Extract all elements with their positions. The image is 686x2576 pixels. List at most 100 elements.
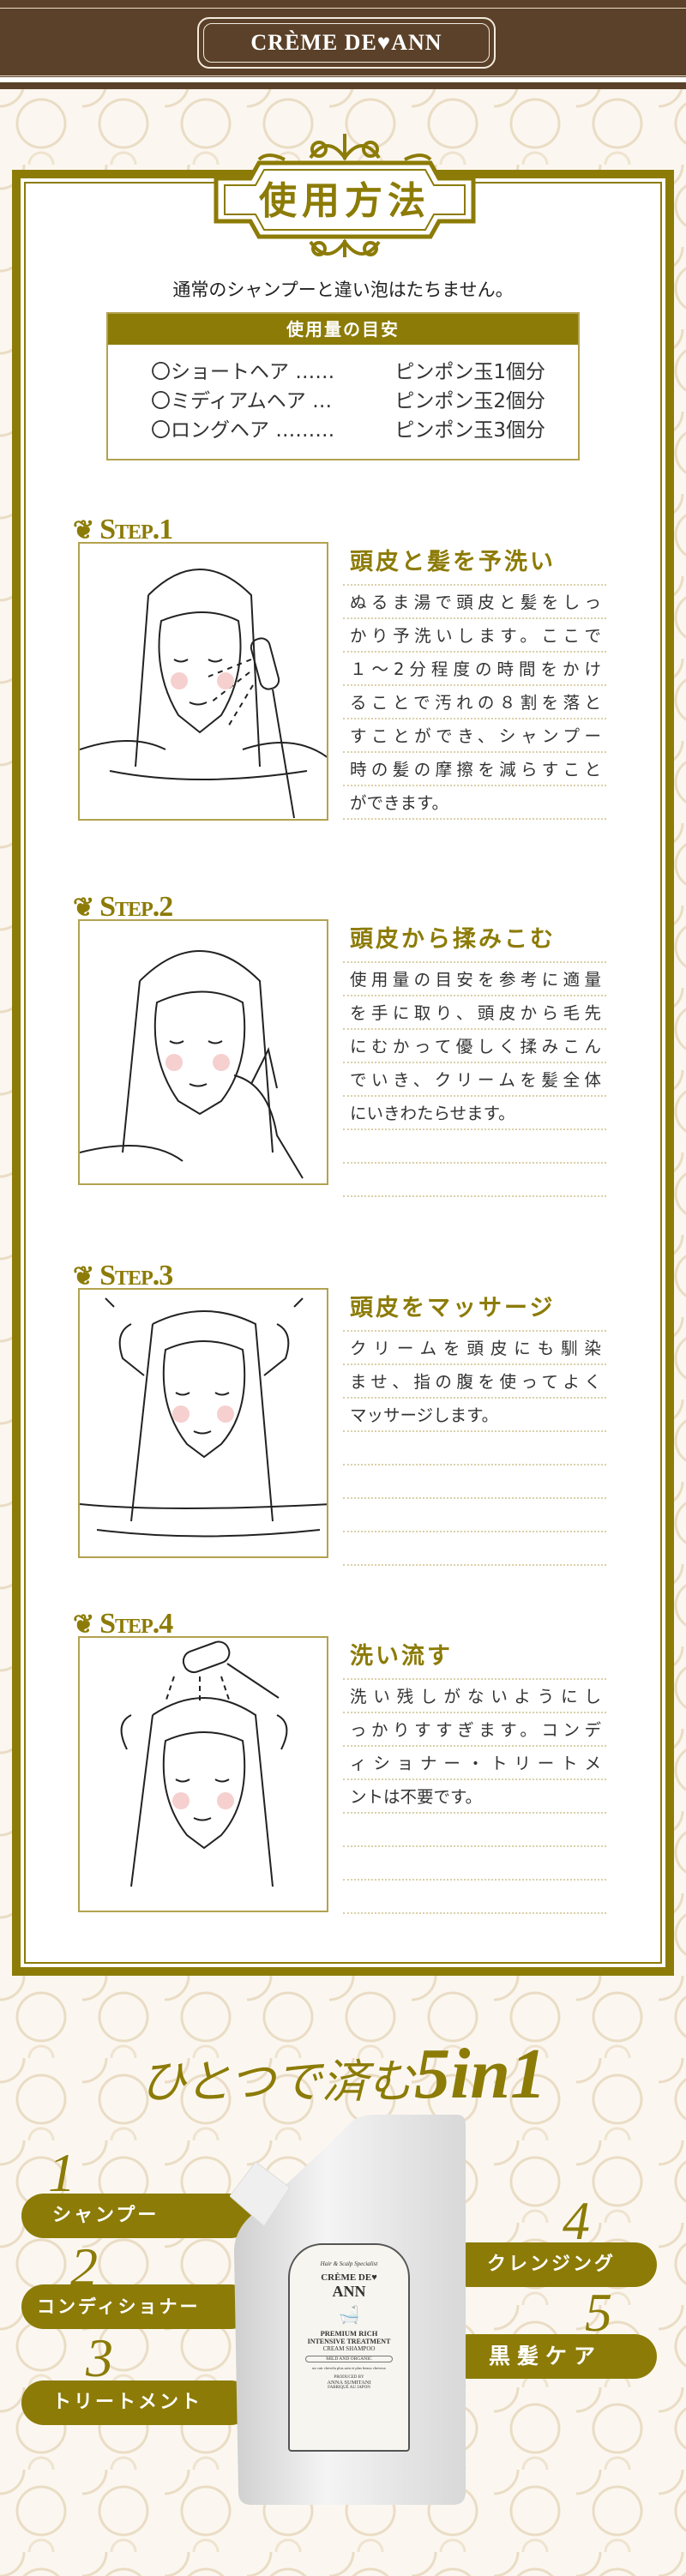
feature-pill-5: 黒髪ケア <box>446 2334 657 2379</box>
hair-length: 〇ロングヘア ……… <box>151 419 335 442</box>
feature-pill-1: シャンプー <box>21 2194 253 2238</box>
label-origin: FABRIQUÉ AU JAPON <box>328 2386 370 2390</box>
step-line: っかりすすぎます。コンデ <box>343 1713 606 1747</box>
step-line: クリームを頭皮にも馴染 <box>343 1332 606 1365</box>
step-line: ぬるま湯で頭皮と髪をしっ <box>343 586 606 619</box>
woman-showering-illustration <box>80 569 327 819</box>
feature-pill-4: クレンジング <box>446 2242 657 2287</box>
step-title: 頭皮をマッサージ <box>343 1288 606 1332</box>
feature-pill-3: トリートメント <box>21 2380 253 2425</box>
step-line: ができます。 <box>343 786 606 820</box>
usage-guide-box: 使用量の目安 〇ショートヘア …… ピンポン玉1個分 〇ミディアムヘア … ピンポン… <box>106 312 580 460</box>
woman-rinsing-illustration <box>120 1640 288 1887</box>
step-text: 頭皮をマッサージ クリームを頭皮にも馴染 ませ、指の腹を使ってよく マッサージし… <box>343 1288 606 1566</box>
fleur-ornament-icon: ❦ <box>73 515 95 545</box>
usage-guide-heading: 使用量の目安 <box>108 314 578 345</box>
step-line: を手に取り、頭皮から毛先 <box>343 996 606 1030</box>
step-line: 時の髪の摩擦を減らすこと <box>343 753 606 786</box>
step-line: ることで汚れの８割を落と <box>343 686 606 719</box>
label-name: CREAM SHAMPOO <box>322 2345 376 2352</box>
product-label: Hair & Scalp Specialist CRÈME DE♥ ANN 🛁 … <box>288 2243 410 2452</box>
step-line: ントは不要です。 <box>343 1780 606 1814</box>
label-name: PREMIUM RICH <box>320 2329 378 2338</box>
feature-pill-2: コンディショナー <box>21 2284 253 2329</box>
fleur-ornament-icon: ❦ <box>73 893 95 922</box>
five-in-one-heading: ひとつで済む5in1 <box>0 2032 686 2116</box>
feature-number: 4 <box>563 2190 590 2251</box>
empty-line <box>343 1532 606 1566</box>
fleur-ornament-icon: ❦ <box>73 1261 95 1291</box>
step-heading: ❦Step.4 <box>73 1608 173 1640</box>
step-line: 使用量の目安を参考に適量 <box>343 963 606 996</box>
amount: ピンポン玉1個分 <box>394 361 545 383</box>
label-tag: Hair & Scalp Specialist <box>320 2260 378 2267</box>
step-text: 頭皮と髪を予洗い ぬるま湯で頭皮と髪をしっ かり予洗いします。ここで １～2分程… <box>343 542 606 820</box>
feature-number: 1 <box>48 2142 75 2203</box>
amount: ピンポン玉2個分 <box>394 390 545 412</box>
empty-line <box>343 1164 606 1197</box>
step-heading: ❦Step.1 <box>73 514 173 545</box>
illustration-rinse-shower <box>78 542 328 821</box>
label-tagline: un cuir chevelu plus sain et plus beaux … <box>312 2366 386 2370</box>
empty-line <box>343 1847 606 1881</box>
step-label: Step.4 <box>99 1608 173 1640</box>
step-line: でいき、クリームを髪全体 <box>343 1063 606 1097</box>
step-line: マッサージします。 <box>343 1399 606 1432</box>
section-title-plaque: 使用方法 <box>199 129 490 257</box>
logo-plate[interactable]: CRÈME DE♥ANN <box>197 17 496 69</box>
feature-number: 2 <box>70 2236 98 2297</box>
hair-length: 〇ショートヘア …… <box>151 361 335 383</box>
step-label: Step.2 <box>99 891 173 923</box>
header-rule <box>0 8 686 9</box>
woman-massaging-scalp-illustration <box>80 1297 327 1538</box>
step-line: １～2分程度の時間をかけ <box>343 653 606 686</box>
heading-emphasis: 5in1 <box>414 2034 547 2114</box>
brand-logo: CRÈME DE♥ANN <box>250 30 442 55</box>
illustration-rinse-off <box>78 1636 328 1912</box>
label-brand: CRÈME DE♥ <box>321 2272 377 2283</box>
step-label: Step.1 <box>99 514 173 545</box>
empty-line <box>343 1130 606 1164</box>
label-brand: ANN <box>332 2283 366 2300</box>
label-producer: PRODUCED BY <box>334 2375 364 2380</box>
step-heading: ❦Step.2 <box>73 891 173 923</box>
step-text: 洗い流す 洗い残しがないようにし っかりすすぎます。コンデ ィショナー・トリート… <box>343 1636 606 1914</box>
fleur-ornament-icon: ❦ <box>73 1610 95 1639</box>
page-title: 使用方法 <box>259 179 430 223</box>
illustration-scalp-massage <box>78 1288 328 1558</box>
amount: ピンポン玉3個分 <box>394 419 545 442</box>
step-line: かり予洗いします。ここで <box>343 619 606 653</box>
step-label: Step.3 <box>99 1260 173 1291</box>
ornament-frame-icon <box>214 134 476 257</box>
site-header: CRÈME DE♥ANN <box>0 0 686 82</box>
label-name: INTENSIVE TREATMENT <box>307 2338 391 2345</box>
empty-line <box>343 1814 606 1847</box>
step-line: 洗い残しがないようにし <box>343 1680 606 1713</box>
empty-line <box>343 1432 606 1466</box>
heading-text: ひとつで済む <box>139 2055 415 2109</box>
guide-row: 〇ショートヘア …… ピンポン玉1個分 <box>151 355 545 384</box>
step-title: 洗い流す <box>343 1636 606 1680</box>
step-line: にいきわたらせます。 <box>343 1097 606 1130</box>
intro-text: 通常のシャンプーと違い泡はたちません。 <box>172 280 514 300</box>
hair-length: 〇ミディアムヘア … <box>151 390 333 412</box>
step-line: すことができ、シャンプー <box>343 719 606 753</box>
step-text: 頭皮から揉みこむ 使用量の目安を参考に適量 を手に取り、頭皮から毛先 にむかって… <box>343 919 606 1197</box>
product-pouch: Hair & Scalp Specialist CRÈME DE♥ ANN 🛁 … <box>230 2115 466 2505</box>
step-line: ませ、指の腹を使ってよく <box>343 1365 606 1399</box>
label-producer: ANNA SUMITANI <box>327 2380 371 2386</box>
step-line: ィショナー・トリートメ <box>343 1747 606 1780</box>
empty-line <box>343 1881 606 1914</box>
illustration-apply-cream <box>78 919 328 1185</box>
woman-applying-cream-illustration <box>80 950 304 1179</box>
bathtub-icon: 🛁 <box>338 2306 360 2325</box>
step-heading: ❦Step.3 <box>73 1260 173 1291</box>
step-line: にむかって優しく揉みこん <box>343 1030 606 1063</box>
feature-number: 3 <box>86 2327 113 2388</box>
feature-number: 5 <box>585 2282 612 2343</box>
header-rule <box>0 75 686 76</box>
step-title: 頭皮と髪を予洗い <box>343 542 606 586</box>
guide-row: 〇ロングヘア ……… ピンポン玉3個分 <box>151 413 545 442</box>
label-badge: MILD AND ORGANIC <box>305 2356 393 2362</box>
empty-line <box>343 1499 606 1532</box>
